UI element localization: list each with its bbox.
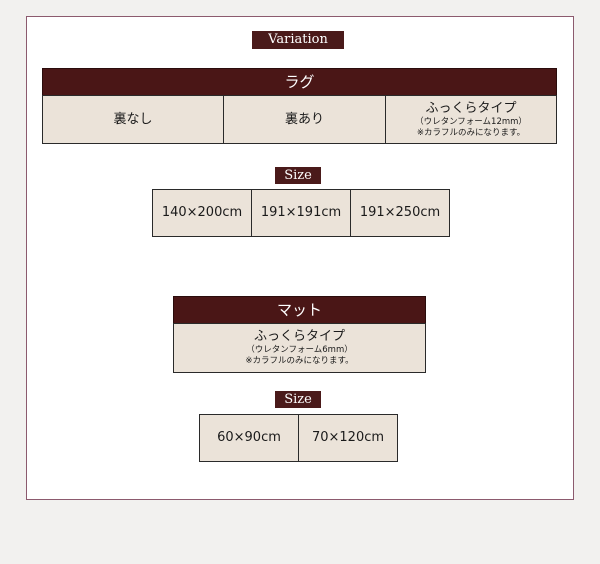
variation-panel: Variation ラグ 裏なし 裏あり ふっくらタイプ （ウレタンフォーム12… [26,16,574,500]
option-label: ふっくらタイプ [425,100,517,116]
size-label: 191×191cm [260,205,342,220]
size-label: 140×200cm [161,205,243,220]
mat-header: マット [173,296,426,324]
rug-option-no-backing[interactable]: 裏なし [42,95,224,144]
size-label: 70×120cm [311,430,385,445]
rug-option-with-backing[interactable]: 裏あり [223,95,386,144]
rug-size-option[interactable]: 140×200cm [152,189,252,237]
option-note: ※カラフルのみになります。 [245,356,354,366]
rug-size-option[interactable]: 191×191cm [251,189,351,237]
option-note: （ウレタンフォーム12mm） [415,116,527,127]
rug-header: ラグ [42,68,557,96]
option-label: 裏なし [113,111,153,127]
mat-size-label: Size [275,391,321,408]
mat-size-option[interactable]: 70×120cm [298,414,398,462]
size-label: 60×90cm [217,430,281,445]
rug-size-label: Size [275,167,321,184]
mat-option-fluffy[interactable]: ふっくらタイプ （ウレタンフォーム6mm） ※カラフルのみになります。 [173,323,426,373]
mat-size-option[interactable]: 60×90cm [199,414,299,462]
option-label: ふっくらタイプ [253,329,345,344]
option-note: （ウレタンフォーム6mm） [246,345,353,355]
option-note: ※カラフルのみになります。 [416,127,526,138]
option-label: 裏あり [284,111,324,127]
rug-size-option[interactable]: 191×250cm [350,189,450,237]
variation-label: Variation [252,31,344,49]
rug-option-fluffy[interactable]: ふっくらタイプ （ウレタンフォーム12mm） ※カラフルのみになります。 [385,95,557,144]
size-label: 191×250cm [359,205,441,220]
